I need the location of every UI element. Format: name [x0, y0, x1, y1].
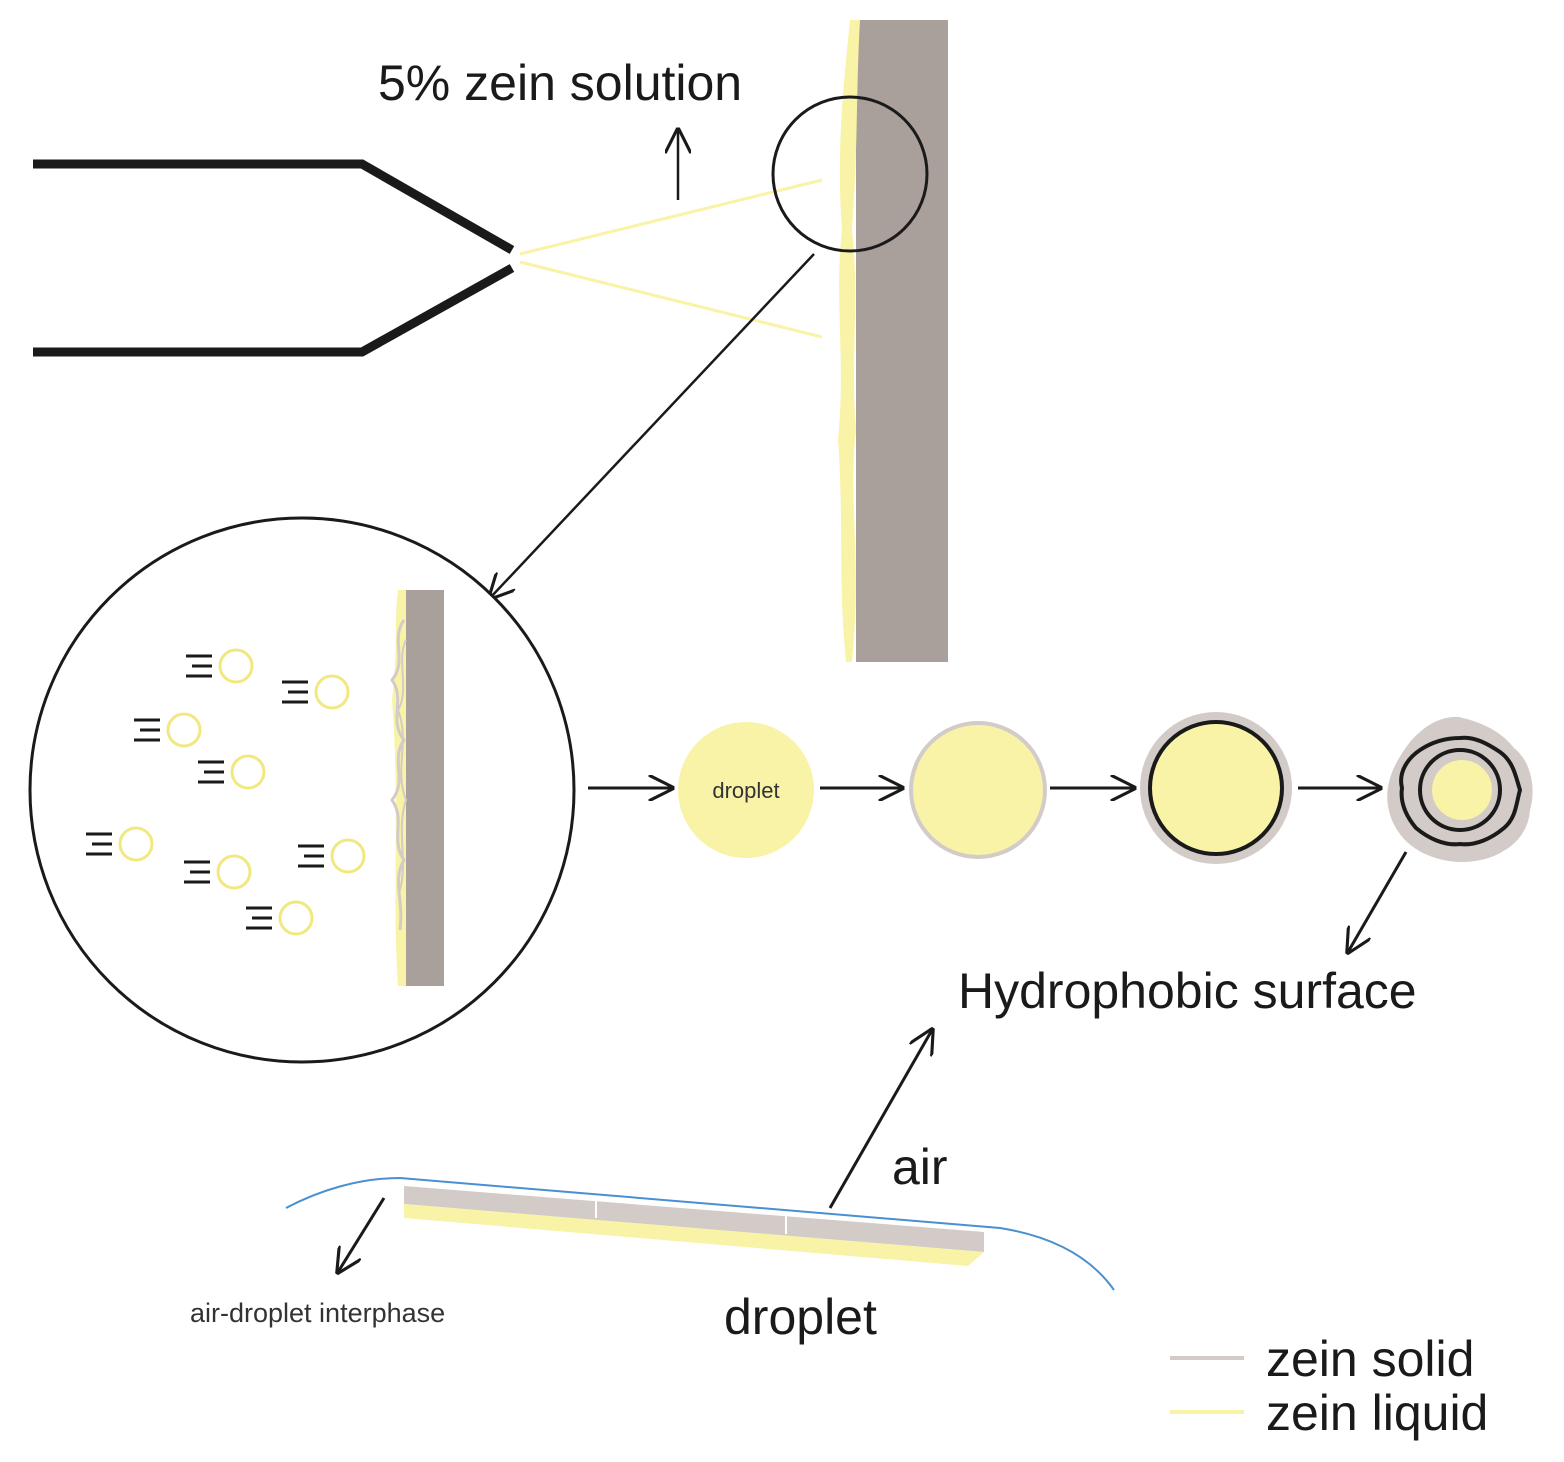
zoom-arrow	[490, 253, 815, 598]
flying-droplet	[184, 854, 252, 890]
droplet-bottom-label: droplet	[724, 1289, 877, 1345]
flying-droplets	[86, 648, 366, 936]
air-droplet-interface-line	[285, 1176, 1115, 1291]
interphase-label: air-droplet interphase	[190, 1298, 445, 1328]
droplet-stage-2	[909, 721, 1047, 859]
spray-cone	[519, 178, 823, 339]
interphase-detail	[285, 1176, 1115, 1291]
flying-droplet	[282, 674, 350, 710]
flying-droplet	[134, 712, 202, 748]
substrate-wall	[838, 20, 948, 662]
hydrophobic-label: Hydrophobic surface	[958, 963, 1417, 1019]
zein-liquid-layer	[404, 1204, 984, 1266]
flying-droplet	[246, 900, 314, 936]
droplet-stage-4	[1387, 716, 1533, 862]
legend-item-zein-solid: zein solid	[1170, 1331, 1474, 1387]
zoom-circle-small	[771, 95, 929, 253]
legend: zein solid zein liquid	[1170, 1331, 1488, 1441]
flying-droplet	[186, 648, 254, 684]
legend-label: zein solid	[1266, 1331, 1474, 1387]
enlarged-view	[28, 516, 576, 1064]
interphase-arrow	[338, 1197, 386, 1272]
zein-solid-layer	[404, 1186, 984, 1252]
droplet-stage-3	[1140, 712, 1292, 864]
air-arrow	[828, 1030, 932, 1209]
legend-item-zein-liquid: zein liquid	[1170, 1385, 1488, 1441]
legend-label: zein liquid	[1266, 1385, 1488, 1441]
droplet-stage-1	[678, 722, 814, 858]
droplet-inside-label: droplet	[712, 778, 779, 803]
spray-nozzle	[33, 159, 515, 357]
flying-droplet	[198, 754, 266, 790]
hydrophobic-arrow	[1348, 851, 1408, 952]
flying-droplet	[298, 838, 366, 874]
solution-label: 5% zein solution	[378, 55, 742, 111]
air-label: air	[892, 1139, 948, 1195]
flying-droplet	[86, 826, 154, 862]
